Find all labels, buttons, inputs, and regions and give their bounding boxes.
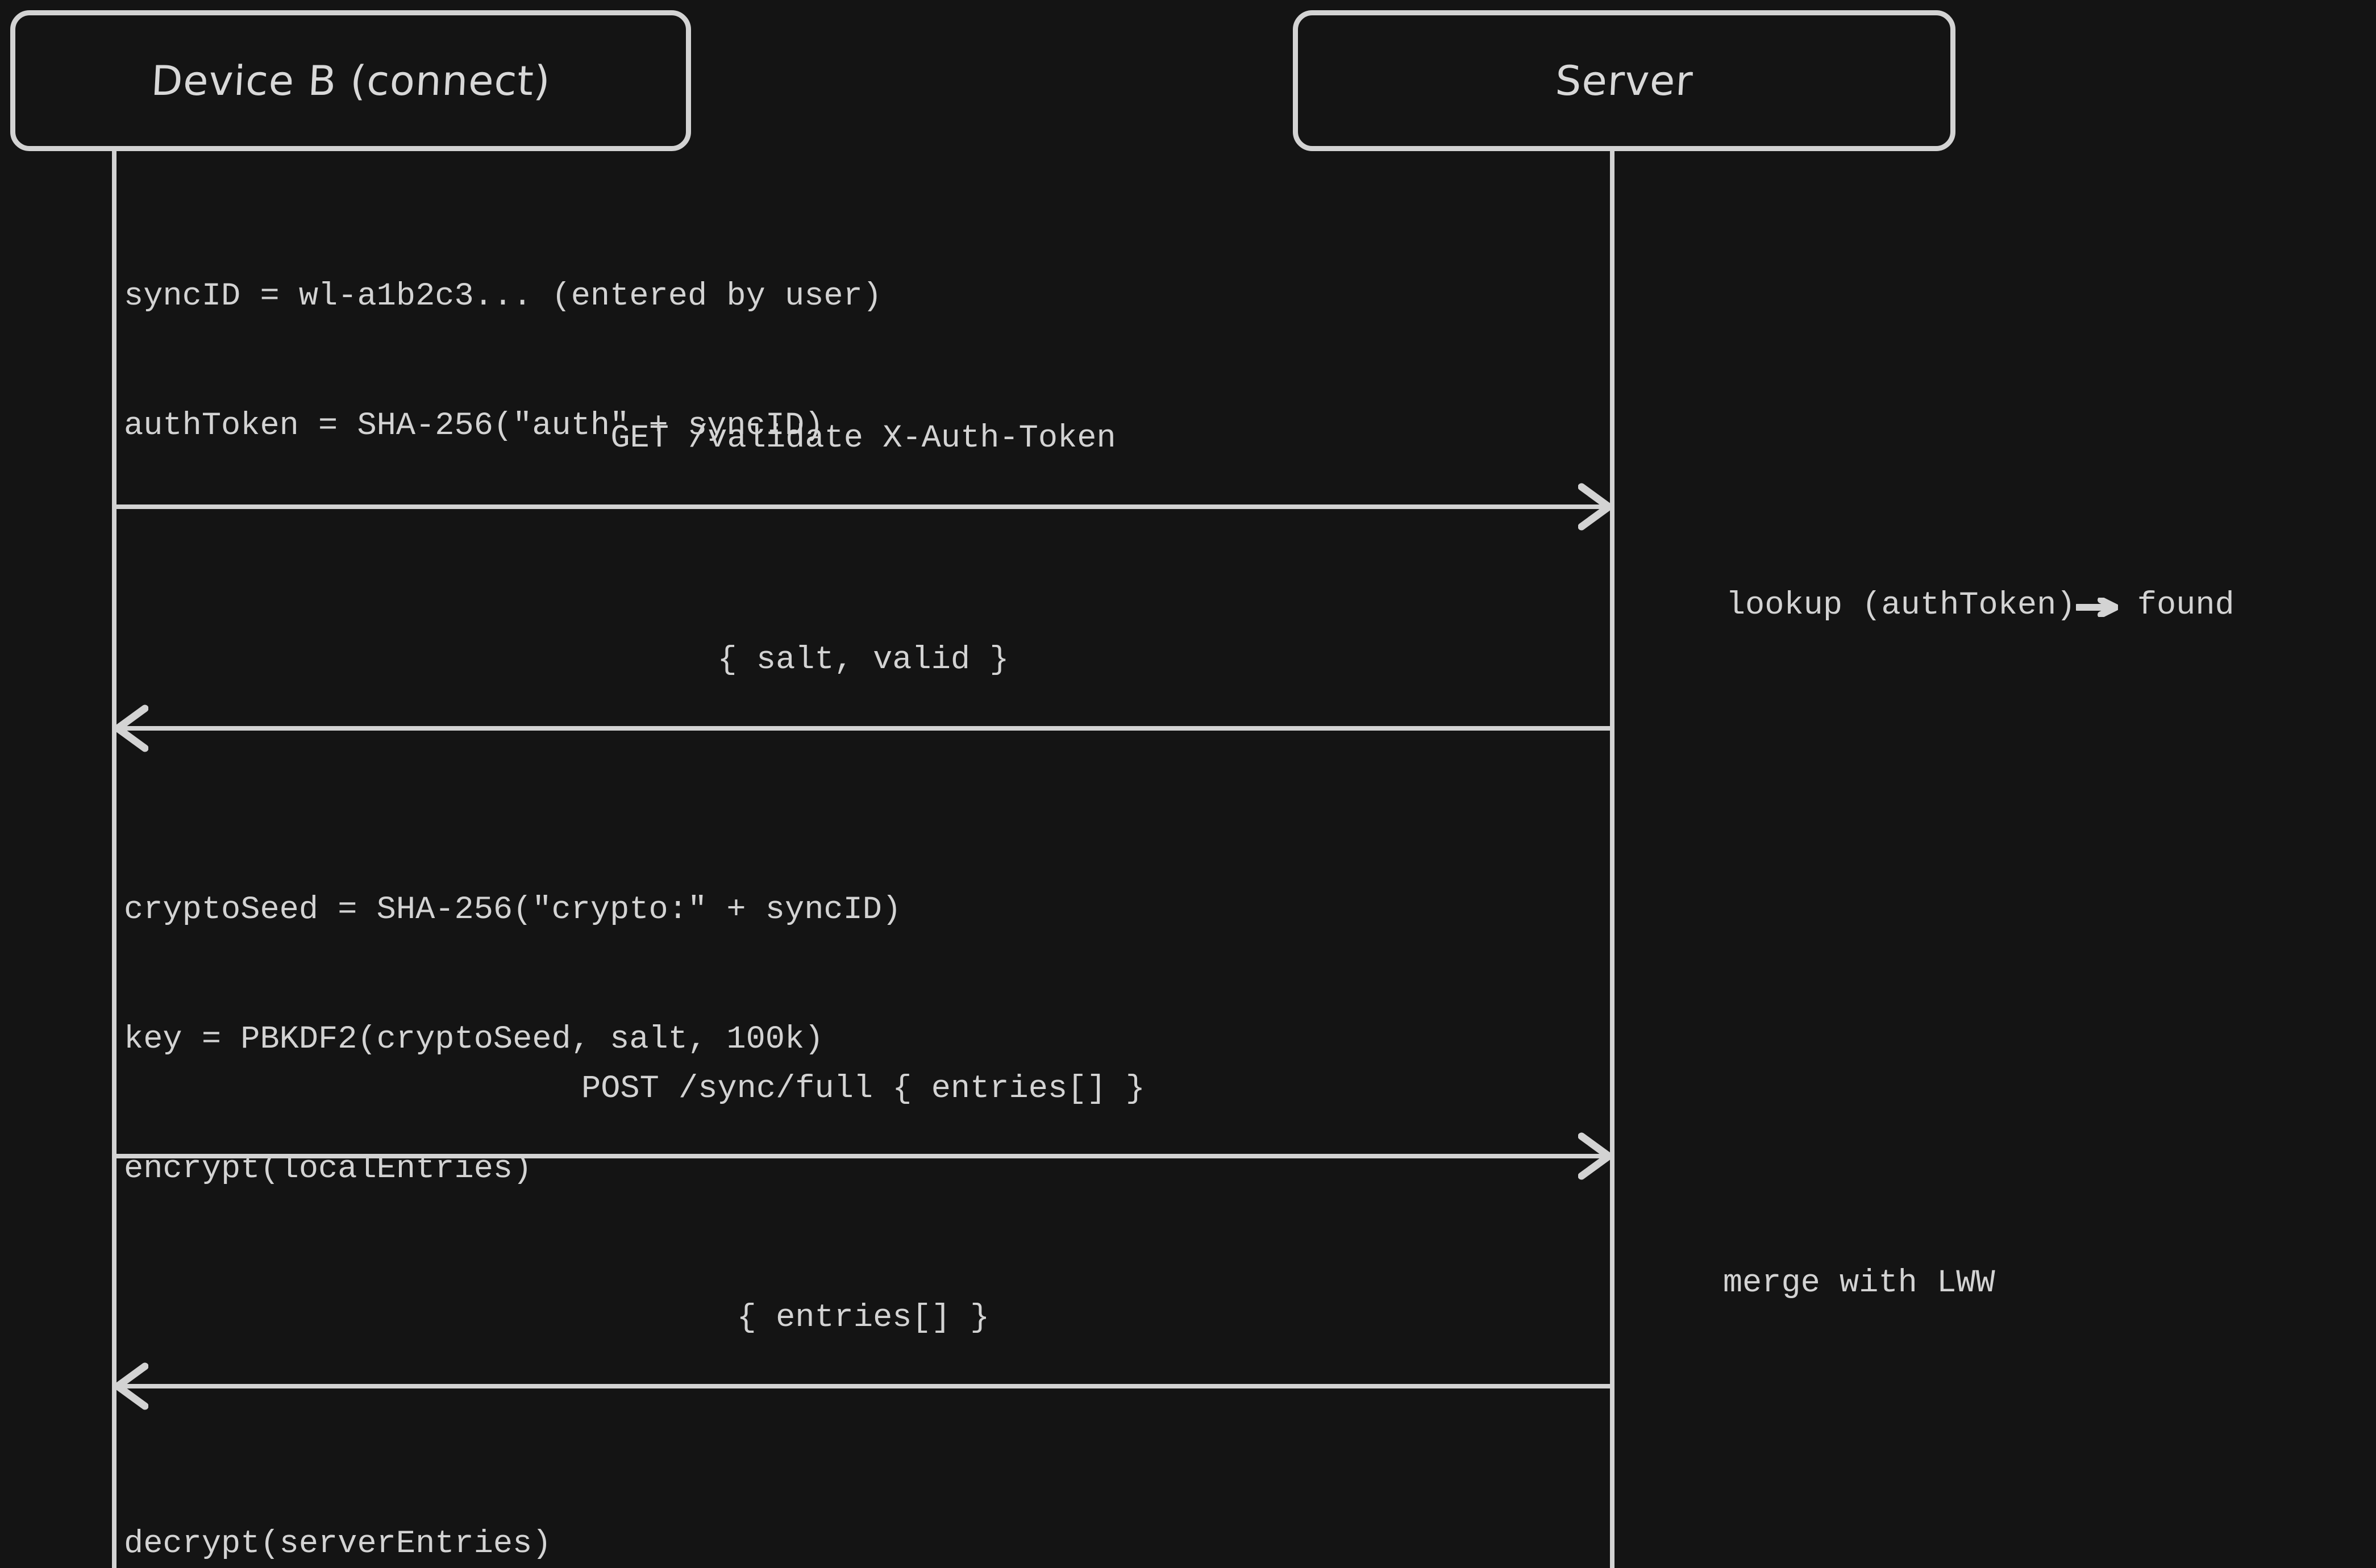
- message-label-get-validate: GET /validate X-Auth-Token: [610, 420, 1116, 457]
- lifeline-device-b: [112, 151, 116, 1568]
- note-line: cryptoSeed = SHA-256("crypto:" + syncID): [124, 892, 902, 928]
- note-server-lookup: lookup (authToken) found: [1648, 541, 2234, 670]
- note-device-init: syncID = wl-a1b2c3... (entered by user) …: [124, 189, 882, 534]
- participant-box-device-b[interactable]: Device B (connect): [10, 10, 691, 151]
- arrowhead-left-icon: [114, 1362, 148, 1411]
- note-line: syncID = wl-a1b2c3... (entered by user): [124, 278, 883, 315]
- message-label-post-sync-full: POST /sync/full { entries[] }: [581, 1071, 1145, 1107]
- note-server-lookup-text-before: lookup (authToken): [1725, 587, 2076, 624]
- message-label-entries-return: { entries[] }: [736, 1300, 990, 1336]
- arrowhead-right-icon: [1578, 1132, 1612, 1181]
- participant-label-server: Server: [1554, 57, 1695, 105]
- note-server-lookup-text-after: found: [2117, 587, 2234, 624]
- right-arrow-icon: [2073, 587, 2119, 618]
- note-device-crypto: cryptoSeed = SHA-256("crypto:" + syncID)…: [124, 802, 901, 1277]
- note-device-final: decrypt(serverEntries) merge locally: [124, 1436, 552, 1568]
- note-server-merge-text: merge with LWW: [1722, 1265, 1995, 1302]
- message-line: [114, 504, 1612, 509]
- note-line: key = PBKDF2(cryptoSeed, salt, 100k): [124, 1021, 824, 1058]
- message-line: [114, 726, 1612, 731]
- message-label-salt-valid: { salt, valid }: [717, 642, 1009, 678]
- participant-label-device-b: Device B (connect): [149, 57, 552, 105]
- note-line: authToken = SHA-256("auth" + syncID): [124, 408, 824, 444]
- lifeline-server: [1610, 151, 1614, 1568]
- message-line: [114, 1384, 1612, 1388]
- arrowhead-left-icon: [114, 704, 148, 753]
- note-server-merge: merge with LWW: [1645, 1219, 1995, 1348]
- participant-box-server[interactable]: Server: [1293, 10, 1955, 151]
- arrowhead-right-icon: [1578, 482, 1612, 531]
- message-line: [114, 1154, 1612, 1158]
- note-line: decrypt(serverEntries): [124, 1526, 552, 1562]
